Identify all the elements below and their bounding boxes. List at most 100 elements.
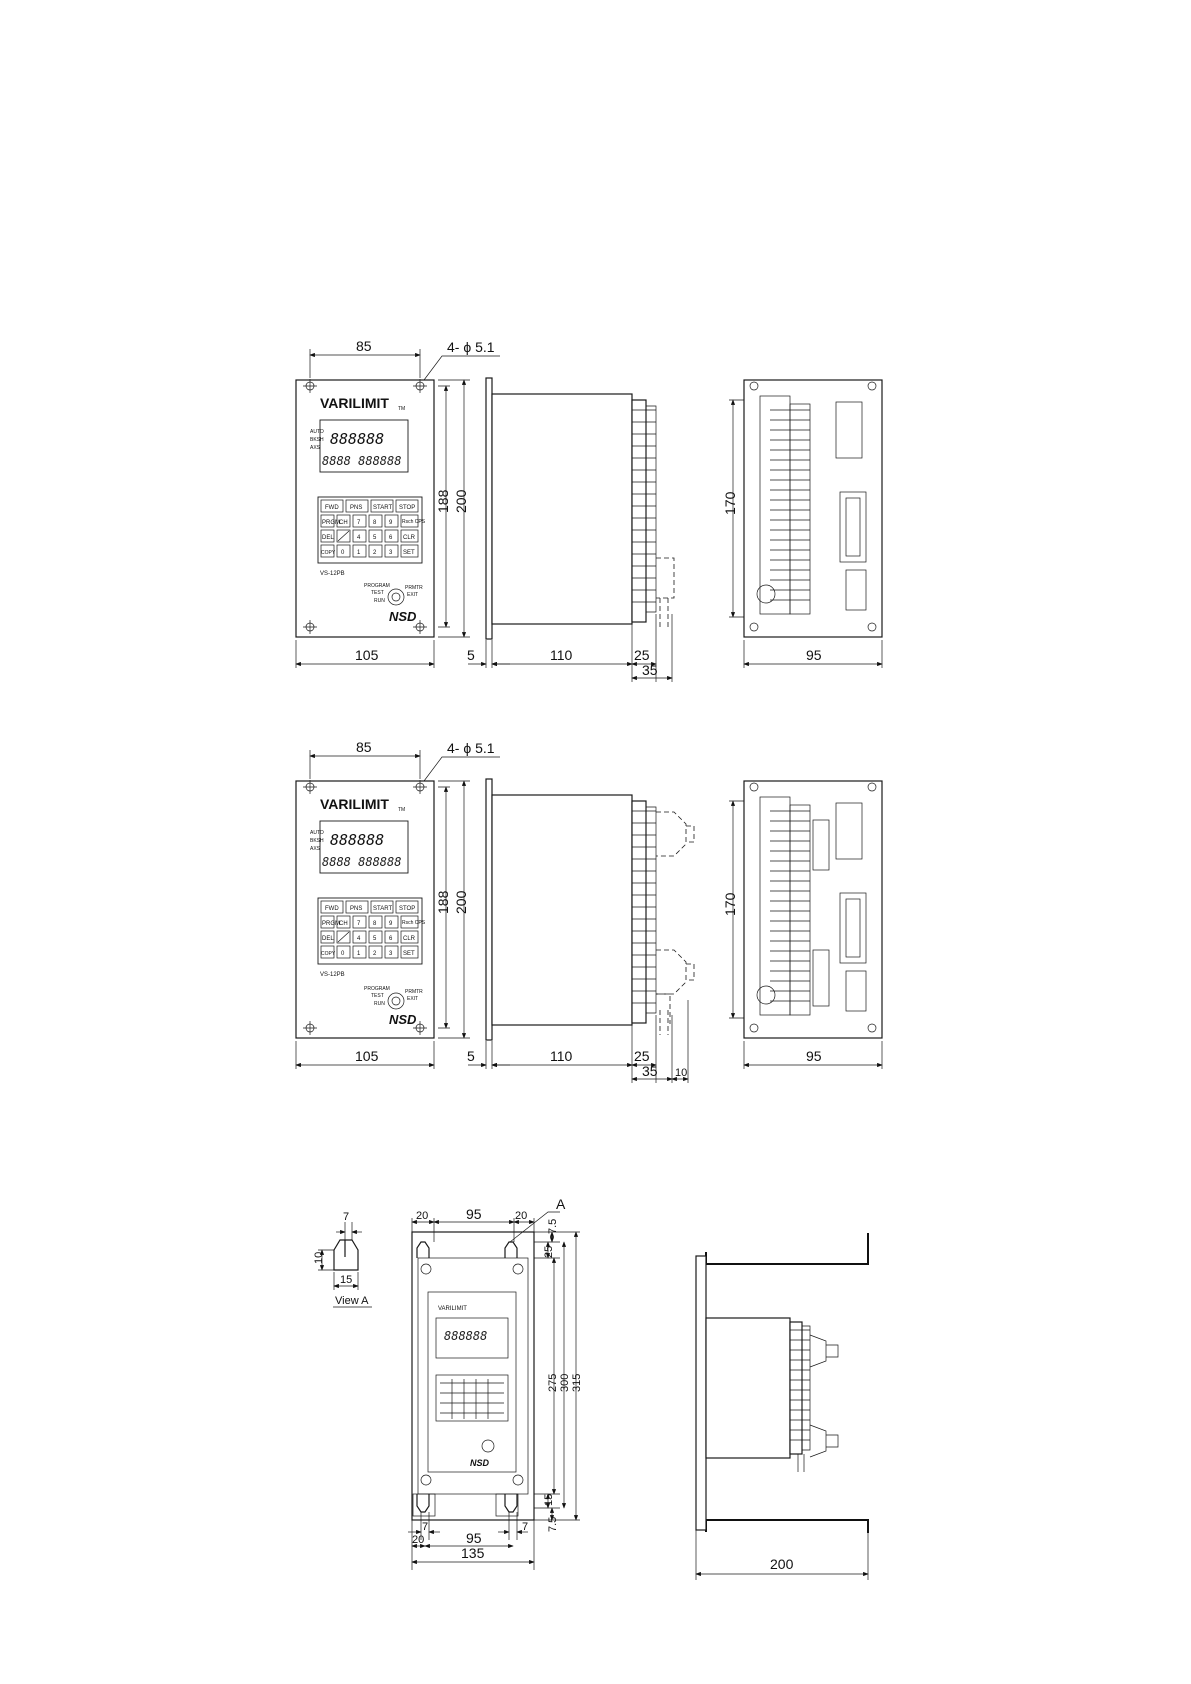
dim-top-mid: 95 [466,1206,482,1222]
side-view-1: 5 110 25 35 [467,377,675,682]
svg-text:AXS: AXS [310,846,321,852]
svg-text:NSD: NSD [470,1458,490,1468]
keypad: FWD PNS START STOP PRGM CH 7 8 9 Rsch CP… [317,496,426,564]
svg-text:7: 7 [357,520,361,526]
sub-digits: 8888 888888 [322,454,401,468]
dim-hole-pitch: 85 [356,739,372,755]
svg-text:AUTO: AUTO [310,429,324,435]
dim-flange: 5 [467,1048,475,1064]
svg-text:TEST: TEST [371,993,384,999]
svg-text:BKSH: BKSH [310,437,324,443]
svg-text:PRGM: PRGM [322,520,340,526]
dim-hole-note: 4- ϕ 5.1 [447,740,495,756]
dim-conn: 25 [634,647,650,663]
svg-text:SET: SET [403,951,415,957]
sub-digits: 8888 888888 [322,855,401,869]
dim-top-offset: 7.5 [547,1219,559,1234]
front-view-1: VARILIMIT TM AUTO BKSH AXS 888888 8888 8… [295,338,500,668]
dim-view-a-side: 10 [313,1252,325,1264]
display-window [319,820,409,874]
front-view-2: VARILIMIT TM AUTO BKSH AXS 888888 8888 8… [295,739,500,1069]
rear-view-1: 170 95 [722,379,883,668]
dim-depth: 110 [550,647,573,663]
model-label: VS-12PB [320,571,345,577]
svg-text:8: 8 [373,520,377,526]
maker-logo: NSD [389,1012,417,1027]
svg-text:0: 0 [341,951,345,957]
svg-text:9: 9 [389,520,393,526]
svg-text:6: 6 [389,936,393,942]
svg-text:Rsch CPS: Rsch CPS [402,920,426,926]
svg-text:3: 3 [389,951,393,957]
dim-top-left: 20 [416,1210,428,1222]
svg-text:FWD: FWD [325,906,339,912]
svg-text:6: 6 [389,535,393,541]
terminal-strip [632,409,656,603]
dim-hole-note: 4- ϕ 5.1 [447,339,495,355]
svg-text:CH: CH [339,520,348,526]
dim-rear-width: 95 [806,647,822,663]
svg-text:AXS: AXS [310,445,321,451]
keypad: FWD PNS START STOP PRGM CH 7 8 9 Rsch CP… [317,897,426,965]
status-indicators: AUTO BKSH AXS [310,830,324,852]
dim-rear-height: 170 [722,892,738,916]
dim-outer-height: 200 [453,489,469,513]
svg-text:2: 2 [373,550,377,556]
svg-text:STOP: STOP [399,505,415,511]
dim-slot-top: 25 [543,1246,555,1258]
svg-text:PNS: PNS [350,505,362,511]
model-label: VS-12PB [320,972,345,978]
view-a-label: View A [335,1295,369,1307]
dim-hole-pitch: 85 [356,338,372,354]
dim-bottom-offset: 7.5 [547,1517,559,1532]
mode-switch: PROGRAM TEST RUN PRMTR EXIT [364,986,423,1010]
dim-depth: 110 [550,1048,573,1064]
svg-text:7: 7 [357,921,361,927]
terminal-rows [770,409,810,601]
dim-conn: 25 [634,1048,650,1064]
dim-rear-width: 95 [806,1048,822,1064]
dim-extra: 10 [675,1067,687,1079]
mode-switch: PROGRAM TEST RUN PRMTR EXIT [364,583,423,606]
svg-text:COPY: COPY [321,951,336,957]
svg-text:EXIT: EXIT [407,592,418,598]
drawing-2: VARILIMIT TM AUTO BKSH AXS 888888 8888 8… [295,739,883,1083]
side-view-3: 200 [695,1233,869,1580]
svg-text:PRGM: PRGM [322,921,340,927]
svg-text:4: 4 [357,936,361,942]
svg-text:1: 1 [357,550,361,556]
dim-slot-w1: 7 [422,1521,428,1533]
side-view-2: 5 110 25 35 10 [467,778,695,1083]
dim-view-a-bottom: 15 [340,1274,352,1286]
svg-text:CLR: CLR [403,535,416,541]
svg-text:BKSH: BKSH [310,838,324,844]
dim-width: 105 [355,1048,379,1064]
terminal-strip [632,810,656,1004]
dim-view-a-top: 7 [343,1211,349,1223]
svg-text:COPY: COPY [321,550,336,556]
tm-mark: TM [398,807,405,813]
svg-text:DEL: DEL [322,936,334,942]
dim-315: 315 [571,1374,583,1392]
dim-300: 300 [559,1374,571,1392]
svg-text:PROGRAM: PROGRAM [364,583,390,589]
status-indicators: AUTO BKSH AXS [310,429,324,451]
drawing-3: 7 10 15 View A VARILIMIT 888 [313,1196,869,1580]
svg-text:PROGRAM: PROGRAM [364,986,390,992]
svg-text:AUTO: AUTO [310,830,324,836]
tm-mark: TM [398,406,405,412]
svg-text:SET: SET [403,550,415,556]
svg-text:RUN: RUN [374,1001,385,1007]
svg-text:CH: CH [339,921,348,927]
dim-total: 35 [642,1063,658,1079]
svg-text:5: 5 [373,936,377,942]
svg-text:STOP: STOP [399,906,415,912]
dim-inner-height: 188 [435,890,451,914]
svg-text:PNS: PNS [350,906,362,912]
svg-text:FWD: FWD [325,505,339,511]
svg-text:5: 5 [373,535,377,541]
brand-label: VARILIMIT [320,395,389,411]
dim-slot-bottom: 15 [543,1494,555,1506]
dim-flange: 5 [467,647,475,663]
